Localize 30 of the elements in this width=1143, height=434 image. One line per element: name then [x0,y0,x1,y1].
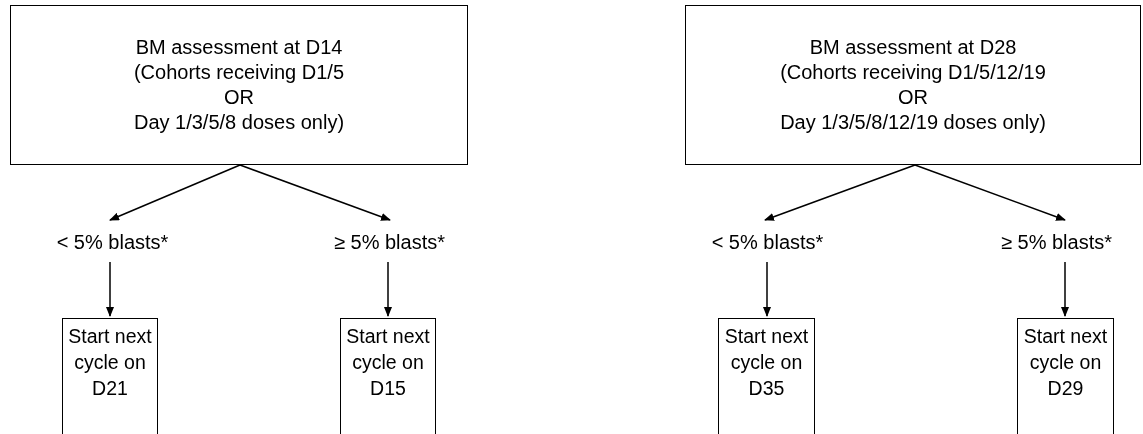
box-text: Day 1/3/5/8 doses only) [133,110,345,135]
branch-label: < 5% blasts* [56,229,169,255]
arrow [239,164,391,221]
outcome-box [340,318,436,434]
arrow [109,164,241,221]
box-text: OR [224,85,254,110]
arrow [106,261,114,317]
branch-label: ≥ 5% blasts* [1001,229,1112,255]
box-text: BM assessment at D28 [809,35,1017,60]
arrow [1061,261,1069,317]
branch-label: < 5% blasts* [711,229,824,255]
box-text: Start next cycle on D29 [1022,324,1109,401]
assessment-box [10,5,468,165]
arrow [384,261,392,317]
arrow [764,164,916,221]
outcome-box [1017,318,1114,434]
assessment-box [685,5,1141,165]
box-text: Start next cycle on D15 [345,324,431,401]
outcome-box [62,318,158,434]
box-text: OR [898,85,928,110]
box-text: Day 1/3/5/8/12/19 doses only) [780,110,1046,135]
box-text: (Cohorts receiving D1/5 [133,60,345,85]
branch-label: ≥ 5% blasts* [334,229,445,255]
arrow [763,261,771,317]
arrow [914,164,1066,221]
box-text: Start next cycle on D35 [723,324,810,401]
box-text: (Cohorts receiving D1/5/12/19 [780,60,1046,85]
box-text: Start next cycle on D21 [67,324,153,401]
outcome-box [718,318,815,434]
box-text: BM assessment at D14 [135,35,343,60]
